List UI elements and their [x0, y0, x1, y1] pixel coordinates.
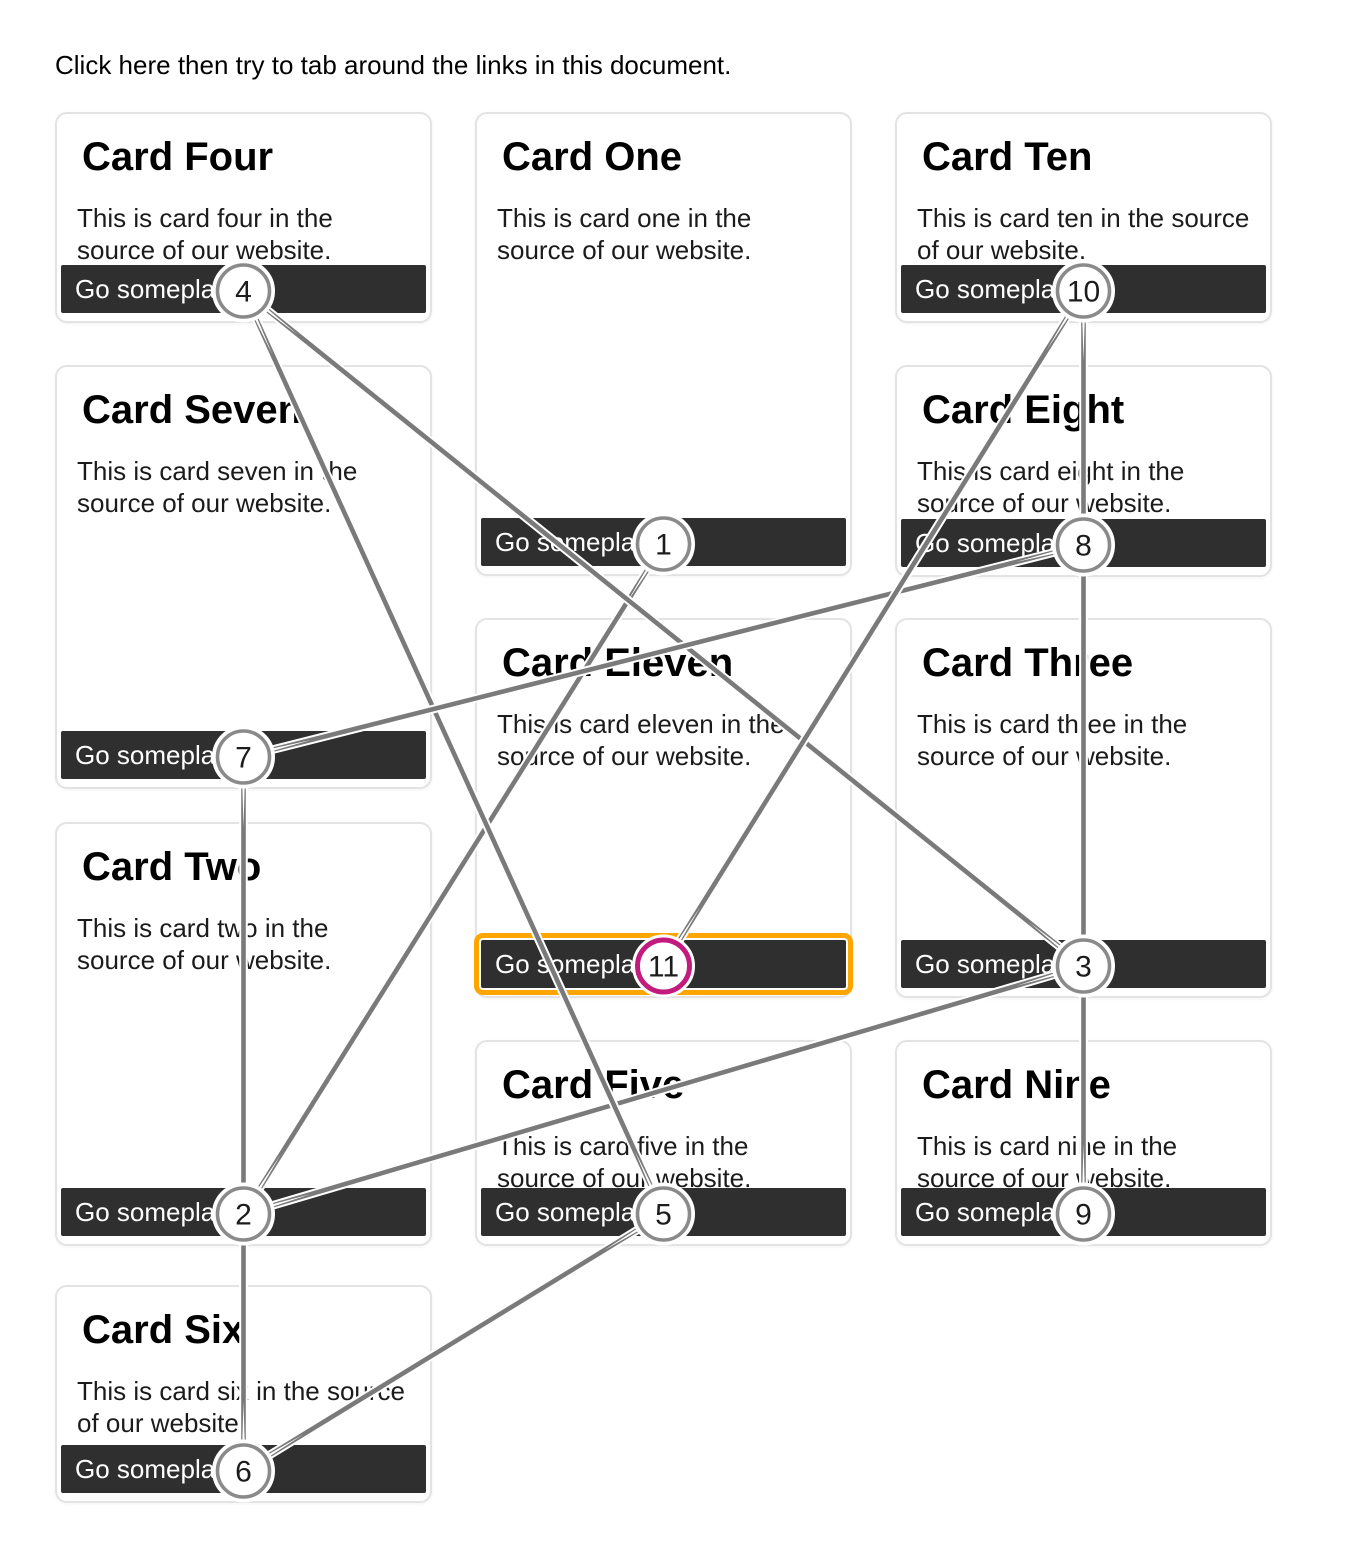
instruction-text: Click here then try to tab around the li… [55, 50, 732, 80]
card-description: This is card eleven in the source of our… [497, 709, 785, 771]
go-someplace-button[interactable]: Go someplace [481, 1188, 846, 1236]
card-title: Card Eight [922, 388, 1125, 432]
card-title: Card Four [82, 135, 274, 179]
go-someplace-button[interactable]: Go someplace [474, 933, 853, 995]
go-someplace-button[interactable]: Go someplace [901, 519, 1266, 567]
card-description: This is card five in the source of our w… [497, 1131, 752, 1193]
card-title: Card Seven [82, 388, 303, 432]
go-someplace-button[interactable]: Go someplace [61, 265, 426, 313]
go-someplace-button[interactable]: Go someplace [61, 1188, 426, 1236]
card-description: This is card two in the source of our we… [77, 913, 332, 975]
card-title: Card Nine [922, 1063, 1111, 1107]
go-someplace-button[interactable]: Go someplace [901, 1188, 1266, 1236]
go-someplace-button[interactable]: Go someplace [901, 940, 1266, 988]
go-someplace-button[interactable]: Go someplace [61, 731, 426, 779]
card-description: This is card four in the source of our w… [77, 203, 333, 265]
card-title: Card One [502, 135, 683, 179]
card-description: This is card nine in the source of our w… [917, 1131, 1178, 1193]
card-title: Card Ten [922, 135, 1093, 179]
card-description: This is card seven in the source of our … [77, 456, 358, 518]
card-title: Card Two [82, 845, 262, 889]
go-someplace-button[interactable]: Go someplace [61, 1445, 426, 1493]
card-title: Card Five [502, 1063, 685, 1107]
card-description: This is card eight in the source of our … [917, 456, 1185, 518]
go-someplace-button[interactable]: Go someplace [901, 265, 1266, 313]
card-description: This is card six in the source of our we… [77, 1376, 406, 1438]
card-description: This is card one in the source of our we… [497, 203, 752, 265]
card-description: This is card three in the source of our … [917, 709, 1188, 771]
card-title: Card Eleven [502, 641, 734, 685]
card-description: This is card ten in the source of our we… [917, 203, 1250, 265]
card-title: Card Three [922, 641, 1134, 685]
go-someplace-button[interactable]: Go someplace [481, 518, 846, 566]
card-title: Card Six [82, 1308, 245, 1352]
